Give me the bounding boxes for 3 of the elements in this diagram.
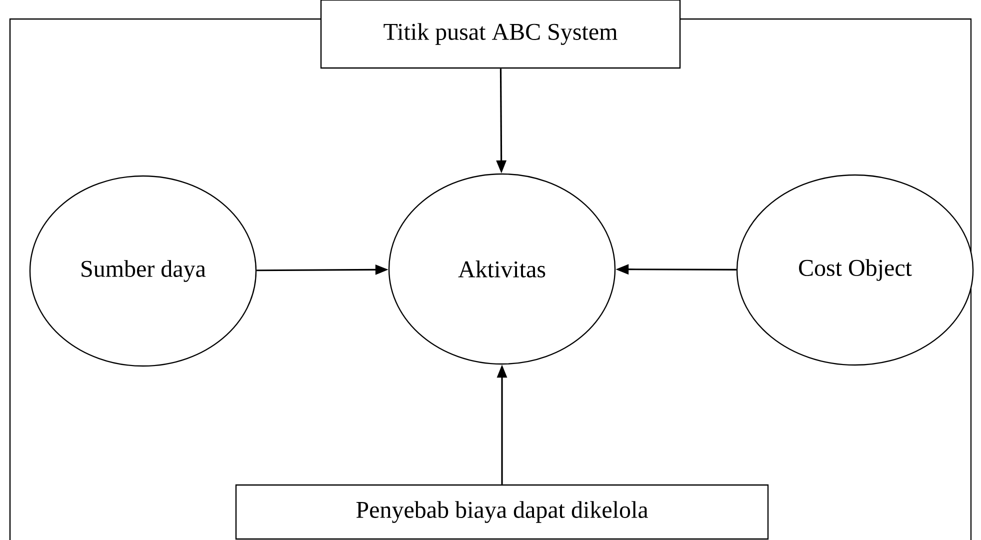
text-box: Penyebab biaya dapat dikelola [235, 484, 769, 540]
node-label: Cost Object [799, 259, 912, 281]
text-box: Titik pusat ABC System [320, 0, 681, 69]
